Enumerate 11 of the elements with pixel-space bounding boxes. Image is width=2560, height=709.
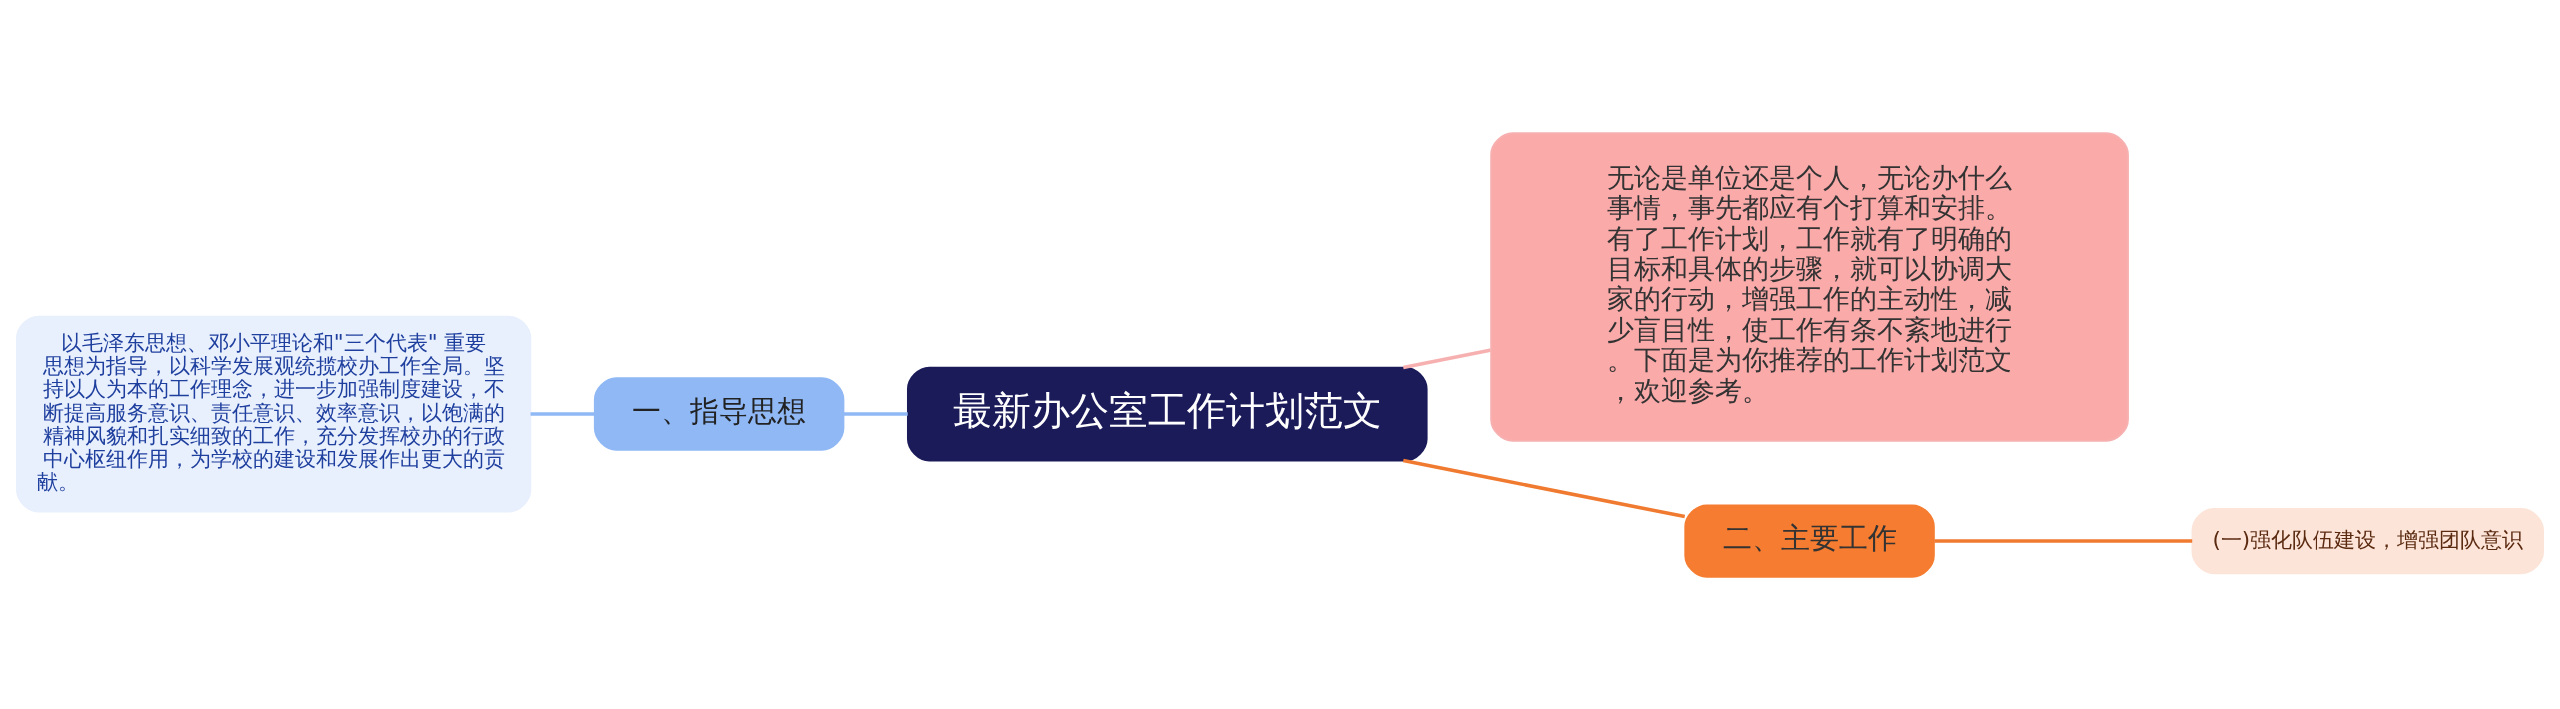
node-box: 最新办公室工作计划范文 (906, 366, 1428, 461)
connector (530, 411, 595, 416)
node-box: 二、主要工作 (1684, 503, 1935, 578)
connector (843, 411, 908, 416)
node-box: 无论是单位还是个人，无论办什么事情，事先都应有个打算和安排。有了工作计划，工作就有了明确的目标和具体的步骤，就可以协调大家的行动，增强工作的主动性，减少盲目性，使工作有条不紊地进行。下面是为你推荐的工作计划范文，欢迎参考。 (1490, 131, 2129, 442)
connector (1402, 458, 1686, 518)
connector (1402, 347, 1491, 369)
connector (1934, 538, 2193, 543)
node-box: 一、指导思想 (593, 376, 845, 451)
node-box: 以毛泽东思想、邓小平理论和"三个代表" 重要思想为指导，以科学发展观统揽校办工作全局。坚持以人为本的工作理念，进一步加强制度建设，不断提高服务意识、责任意识、效率意识，以饱满的精神风貌和扎实细致的工作，充分发挥校办的行政中心枢纽作用，为学校的建设和发展作出更大的贡献。 (16, 315, 532, 512)
node-box: (一)强化队伍建设，增强团队意识 (2191, 507, 2544, 574)
